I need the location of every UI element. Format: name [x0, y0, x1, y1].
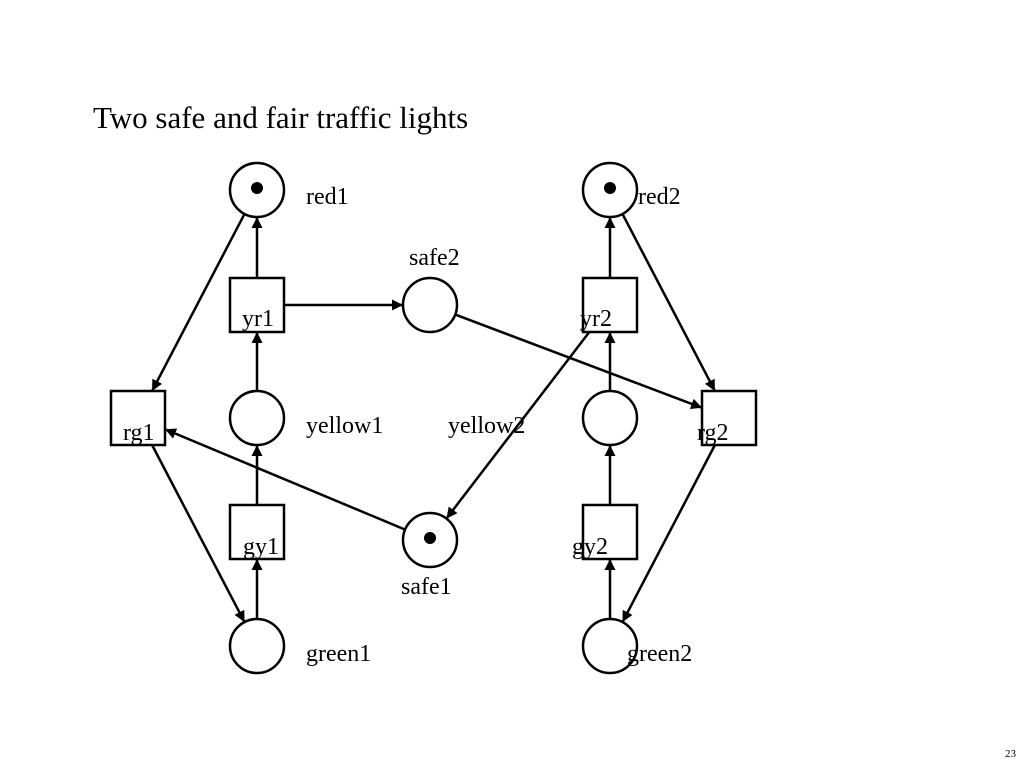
page-number: 23 [1005, 748, 1016, 760]
arc-rg1-to-green1 [150, 444, 246, 623]
transition-gy1 [228, 503, 286, 561]
nodes-layer [109, 161, 758, 675]
arc-rg2-to-green2 [621, 444, 717, 623]
transition-yr1 [228, 276, 286, 334]
place-safe2 [401, 276, 459, 334]
place-label-yellow2: yellow2 [448, 413, 525, 439]
place-yellow2 [581, 389, 639, 447]
token-red2 [604, 182, 616, 194]
transition-rg1 [109, 389, 167, 447]
arcs-layer [150, 213, 717, 623]
token-safe1 [424, 532, 436, 544]
token-red1 [251, 182, 263, 194]
place-label-red2: red2 [638, 184, 681, 210]
transition-label-rg1: rg1 [123, 420, 155, 446]
place-label-safe2: safe2 [409, 245, 460, 271]
arc-safe1-to-rg1 [164, 428, 406, 531]
place-label-yellow1: yellow1 [306, 413, 383, 439]
transition-label-gy1: gy1 [243, 534, 279, 560]
transition-label-yr2: yr2 [580, 306, 612, 332]
arc-red1-to-rg1 [150, 213, 246, 392]
place-label-red1: red1 [306, 184, 349, 210]
place-yellow1 [228, 389, 286, 447]
place-label-green1: green1 [306, 641, 371, 667]
place-label-green2: green2 [627, 641, 692, 667]
transition-label-rg2: rg2 [697, 420, 729, 446]
place-green2 [581, 617, 639, 675]
transition-rg2 [700, 389, 758, 447]
place-label-safe1: safe1 [401, 574, 452, 600]
labels-layer: rg1 gy1 yr1 rg2 gy2 yr2 red1 yellow1 green1 safe2… [123, 184, 729, 667]
place-green1 [228, 617, 286, 675]
arc-yr2-to-safe1 [445, 331, 591, 520]
arc-red2-to-rg2 [621, 213, 717, 392]
transition-label-gy2: gy2 [572, 534, 608, 560]
slide-title: Two safe and fair traffic lights [93, 100, 469, 135]
transition-gy2 [581, 503, 639, 561]
transition-label-yr1: yr1 [242, 306, 274, 332]
transition-yr2 [581, 276, 639, 334]
arc-safe2-to-rg2 [454, 313, 703, 410]
